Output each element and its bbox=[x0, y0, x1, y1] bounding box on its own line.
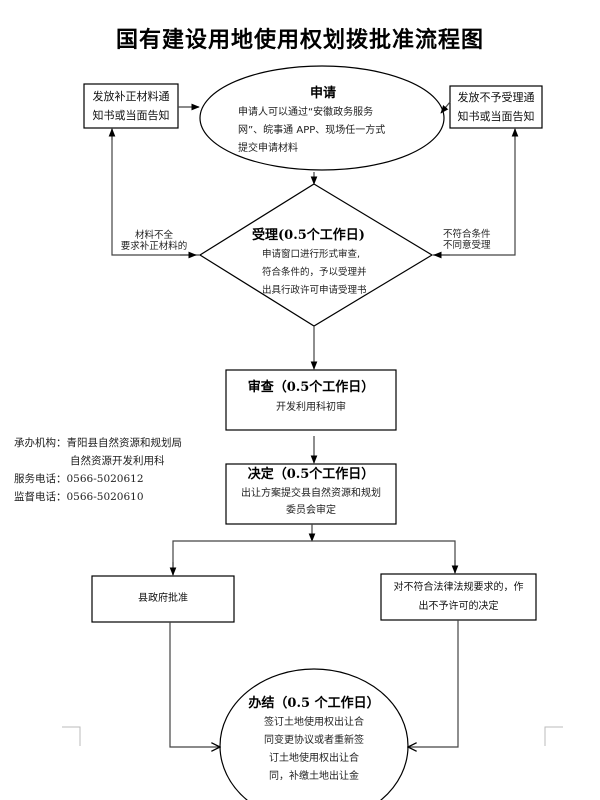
edge-label-line: 不符合条件 bbox=[443, 229, 491, 240]
complete-line: 订土地使用权出让合 bbox=[269, 753, 359, 764]
review-line: 开发利用科初审 bbox=[276, 402, 346, 413]
accept-line: 出具行政许可申请受理书 bbox=[262, 285, 367, 296]
connector-deny-to-complete bbox=[408, 620, 459, 747]
agency-department: 自然资源开发利用科 bbox=[70, 455, 165, 467]
connector-reject-to-apply bbox=[440, 101, 451, 114]
agency-name: 青阳县自然资源和规划局 bbox=[66, 437, 183, 449]
reject-notice-box bbox=[449, 85, 543, 129]
contact-info: 承办机构：青阳县自然资源和规划局 自然资源开发利用科 服务电话：0566-502… bbox=[14, 434, 244, 506]
reject-notice-line: 发放不予受理通 bbox=[457, 91, 535, 104]
gov-approve-line: 县政府批准 bbox=[138, 593, 188, 604]
gov-approve-text: 县政府批准 bbox=[92, 589, 234, 608]
complete-node: 办结（0.5 个工作日） 签订土地使用权出让合 同变更协议或者重新签 订土地使用… bbox=[234, 694, 394, 786]
crop-mark-right bbox=[544, 726, 563, 746]
complete-title: 办结（0.5 个工作日） bbox=[248, 696, 380, 711]
apply-line: 申请人可以通过“安徽政务服务 bbox=[238, 107, 374, 118]
apply-title: 申请 bbox=[309, 86, 336, 101]
complete-line: 签订土地使用权出让合 bbox=[264, 717, 364, 728]
deny-line: 对不符合法律法规要求的，作 bbox=[393, 582, 524, 593]
decide-line: 出让方案提交县自然资源和规划 bbox=[241, 488, 381, 499]
review-node: 审查（0.5个工作日） 开发利用科初审 bbox=[226, 378, 396, 417]
deny-line: 出不予许可的决定 bbox=[418, 601, 499, 612]
accept-title: 受理(0.5个工作日) bbox=[252, 228, 365, 243]
decide-title: 决定（0.5个工作日） bbox=[247, 467, 375, 482]
page-title: 国有建设用地使用权划拨批准流程图 bbox=[115, 27, 484, 53]
reject-notice-text: 发放不予受理通 知书或当面告知 bbox=[450, 88, 542, 126]
connector-branch bbox=[172, 540, 456, 575]
complete-line: 同变更协议或者重新签 bbox=[264, 735, 364, 746]
review-box bbox=[225, 369, 397, 431]
supervise-phone: 0566-5020610 bbox=[66, 491, 144, 503]
connector-not-qualified-loop bbox=[433, 129, 516, 256]
apply-node-shape bbox=[199, 65, 445, 171]
decide-line: 委员会审定 bbox=[286, 505, 336, 516]
crop-mark-left bbox=[62, 726, 81, 746]
deny-box bbox=[380, 573, 537, 621]
supplement-notice-text: 发放补正材料通 知书或当面告知 bbox=[84, 87, 178, 125]
service-phone-label: 服务电话： bbox=[14, 473, 67, 485]
apply-line: 网”、皖事通 APP、现场任一方式 bbox=[238, 125, 386, 136]
connector-accept-incomplete-loop bbox=[111, 128, 200, 256]
apply-node: 申请 申请人可以通过“安徽政务服务 网”、皖事通 APP、现场任一方式 提交申请… bbox=[238, 84, 408, 158]
supplement-notice-line: 发放补正材料通 bbox=[92, 90, 170, 103]
edge-label-line: 不同意受理 bbox=[443, 240, 491, 251]
complete-line: 同，补缴土地出让金 bbox=[269, 771, 359, 782]
apply-line: 提交申请材料 bbox=[238, 143, 298, 154]
review-title: 审查（0.5个工作日） bbox=[247, 380, 375, 395]
edge-label-line: 材料不全 bbox=[134, 230, 173, 241]
service-phone: 0566-5020612 bbox=[66, 473, 144, 485]
reject-notice-line: 知书或当面告知 bbox=[457, 110, 535, 123]
gov-approve-box bbox=[91, 575, 235, 623]
edge-label-not-qualified: 不符合条件 不同意受理 bbox=[443, 229, 513, 251]
accept-line: 申请窗口进行形式审查, bbox=[262, 249, 361, 260]
connector-approve-to-complete bbox=[169, 622, 220, 747]
deny-text: 对不符合法律法规要求的，作 出不予许可的决定 bbox=[381, 578, 536, 616]
edge-label-incomplete: 材料不全 要求补正材料的 bbox=[116, 230, 192, 252]
decide-node: 决定（0.5个工作日） 出让方案提交县自然资源和规划 委员会审定 bbox=[226, 465, 396, 519]
supplement-notice-line: 知书或当面告知 bbox=[92, 109, 170, 122]
edge-label-line: 要求补正材料的 bbox=[120, 241, 188, 252]
agency-label: 承办机构： bbox=[14, 437, 67, 449]
supplement-notice-box bbox=[83, 83, 179, 129]
accept-node: 受理(0.5个工作日) 申请窗口进行形式审查, 符合条件的，予以受理并 出具行政… bbox=[252, 226, 392, 300]
supervise-phone-label: 监督电话： bbox=[14, 491, 67, 503]
accept-line: 符合条件的，予以受理并 bbox=[262, 267, 367, 278]
decide-box bbox=[225, 463, 397, 525]
